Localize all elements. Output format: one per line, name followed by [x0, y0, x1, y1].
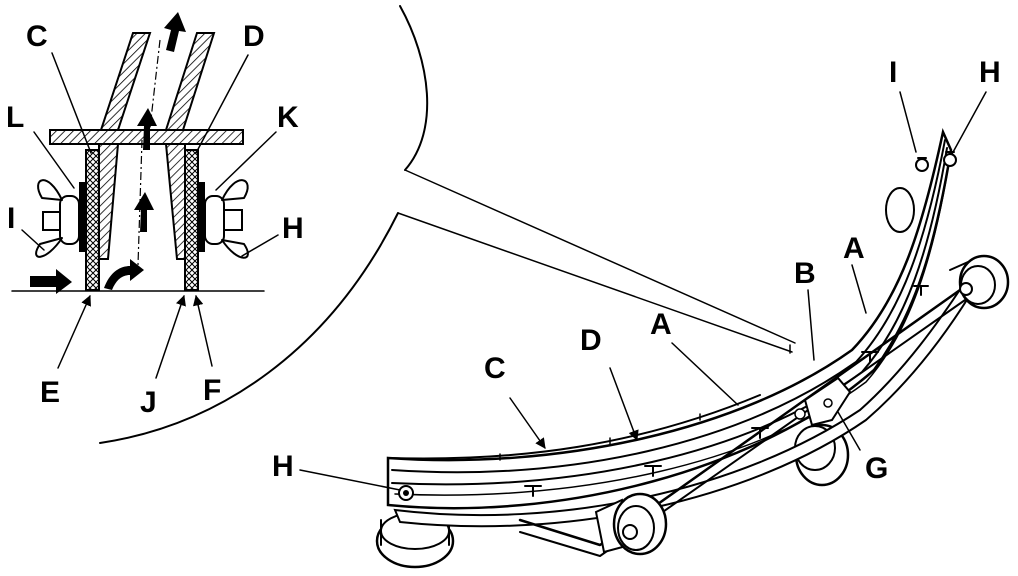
label-a-left: A	[650, 308, 672, 341]
label-i-assembly: I	[889, 56, 897, 89]
assembly-leaders	[299, 91, 987, 491]
label-l: L	[6, 101, 24, 134]
callout-leader-lower	[397, 212, 793, 353]
blade-line-outer	[391, 139, 946, 474]
right-wing-knob	[204, 179, 249, 259]
flow-centerline	[137, 139, 143, 266]
blade-front	[85, 149, 100, 291]
label-h-assembly-right: H	[979, 56, 1001, 89]
label-c-detail: C	[26, 20, 48, 53]
label-c-assembly: C	[484, 352, 506, 385]
detail-leaders	[21, 52, 279, 379]
rear-wheel-bottom	[594, 492, 668, 556]
caster-right-top	[885, 187, 915, 233]
flow-arrows	[30, 12, 186, 294]
label-a-right: A	[843, 232, 865, 265]
retainer-left	[79, 182, 86, 252]
callout-leader-upper	[404, 169, 796, 344]
label-h-assembly-left: H	[272, 450, 294, 483]
label-f: F	[203, 374, 221, 407]
arrow-up-lower	[134, 192, 154, 232]
tube-wall-left	[99, 32, 152, 131]
arrow-curve	[104, 259, 144, 290]
detail-callout	[99, 5, 796, 444]
callout-arc-upper	[399, 5, 429, 171]
cross-section-detail: C D L K I H E J F	[6, 12, 304, 419]
left-wing-knob	[35, 179, 80, 258]
label-e: E	[40, 376, 60, 409]
t-fasteners	[524, 285, 929, 497]
arrow-in-left	[30, 269, 72, 294]
callout-arc-lower	[99, 212, 399, 444]
front-blade-top	[387, 394, 761, 460]
rear-wheel-right	[949, 254, 1010, 310]
label-j: J	[140, 386, 157, 419]
frame-right	[164, 143, 186, 260]
label-h-detail: H	[282, 212, 304, 245]
left-end-knob	[398, 485, 414, 501]
blade-notches	[499, 344, 791, 461]
label-i-detail: I	[7, 202, 15, 235]
arrow-up-top	[164, 12, 186, 52]
label-d-detail: D	[243, 20, 265, 53]
retainer-right	[198, 182, 205, 252]
label-g: G	[865, 452, 888, 485]
bracket-g	[794, 376, 852, 427]
frame-left	[98, 143, 120, 260]
arrow-up-middle	[137, 108, 157, 150]
blade-rear	[184, 149, 199, 291]
squeegee-assembly: C D A B A G H I H	[272, 56, 1010, 569]
label-b: B	[794, 257, 816, 290]
label-d-assembly: D	[580, 324, 602, 357]
support-arm	[518, 288, 962, 547]
label-k: K	[277, 101, 299, 134]
